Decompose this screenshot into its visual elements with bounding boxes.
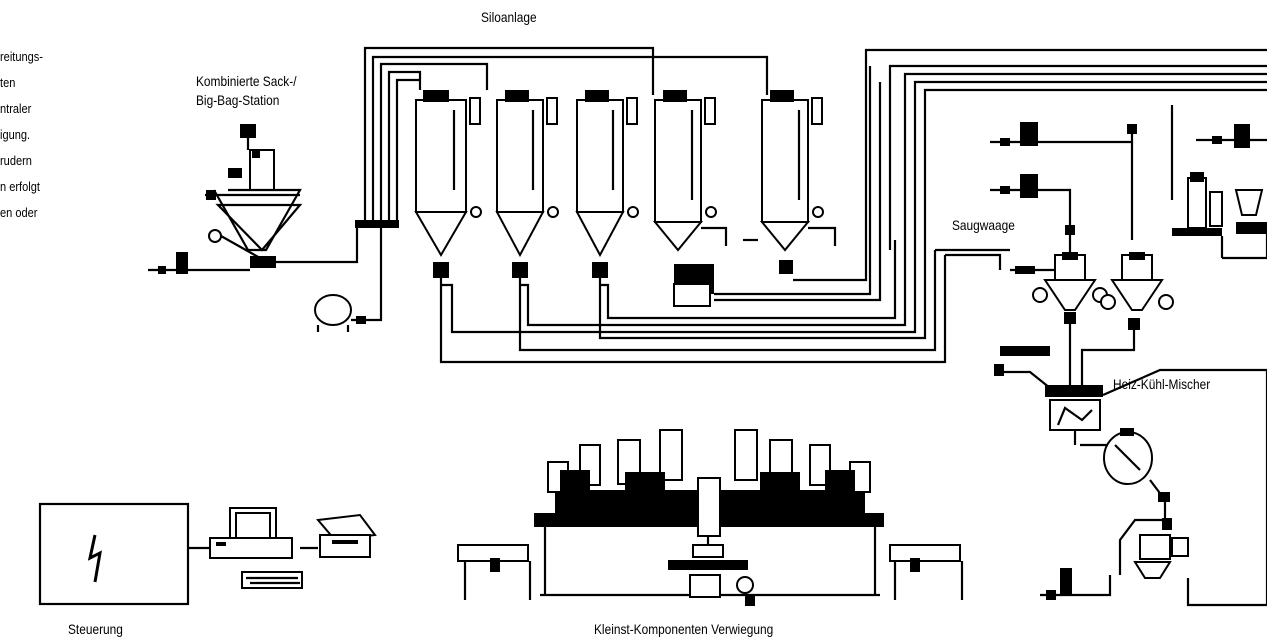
side-text-line: en oder: [0, 205, 38, 220]
pipe-bundle-bottom: [439, 66, 1010, 364]
side-text-line: rudern: [0, 153, 32, 168]
saugwaage-units: [990, 122, 1174, 397]
silos: [414, 90, 837, 307]
label-siloanlage: Siloanlage: [481, 9, 537, 25]
micro-dosing-station: [457, 429, 964, 606]
label-sack-station: Kombinierte Sack-/ Big-Bag-Station: [196, 73, 297, 108]
right-upper-equipment: [1172, 124, 1267, 260]
side-text: reitungs- ten ntraler igung. rudern n er…: [0, 44, 43, 226]
side-text-line: ten: [0, 75, 16, 90]
side-text-line: n erfolgt: [0, 179, 40, 194]
blower: [314, 225, 383, 332]
side-text-line: reitungs-: [0, 49, 43, 64]
label-kleinst-komponenten: Kleinst-Komponenten Verwiegung: [594, 621, 774, 637]
heiz-kuehl-mischer: [994, 346, 1267, 520]
extruder-lower-right: [1040, 370, 1267, 607]
side-text-line: ntraler: [0, 101, 32, 116]
pipe-bundle-top: [363, 46, 1267, 275]
sack-bigbag-station: [148, 124, 399, 274]
control-system: [38, 502, 377, 606]
side-text-line: igung.: [0, 127, 31, 142]
label-saugwaage: Saugwaage: [952, 217, 1015, 233]
label-steuerung: Steuerung: [68, 621, 123, 637]
